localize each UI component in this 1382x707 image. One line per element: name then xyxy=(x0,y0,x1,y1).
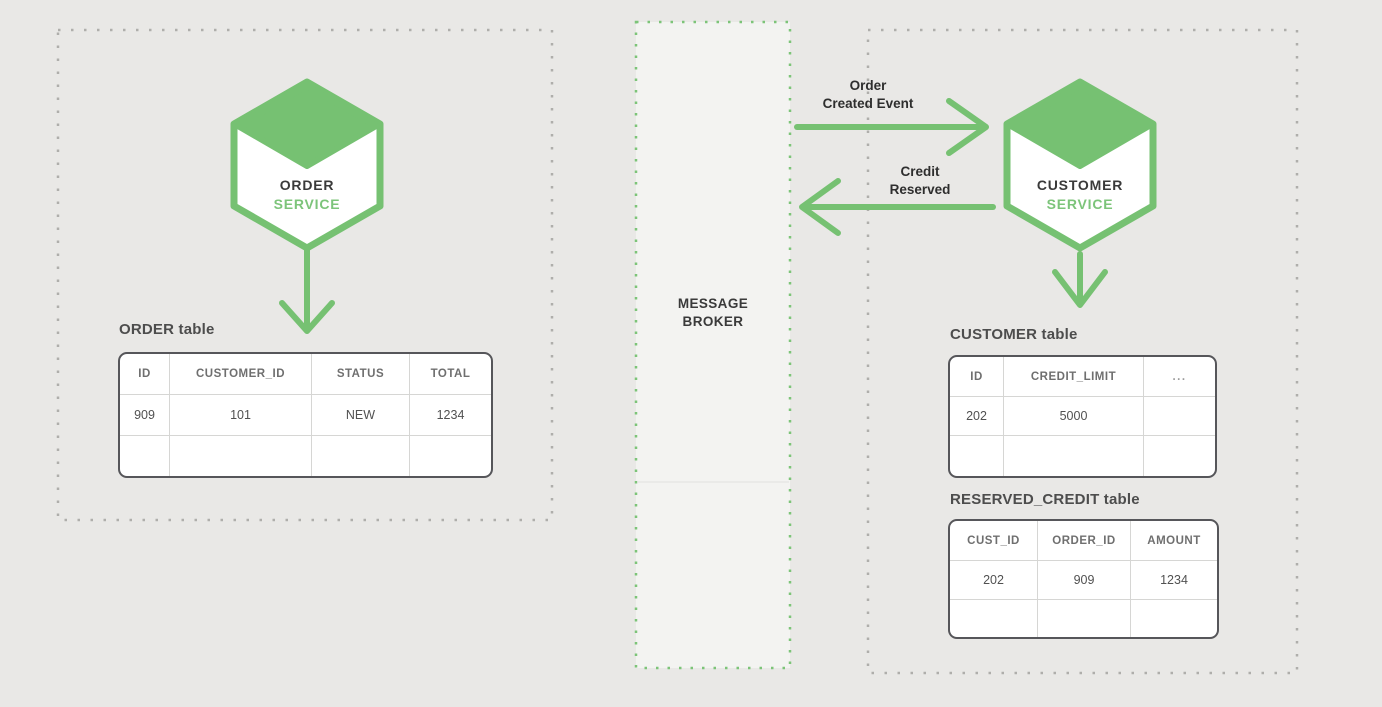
table-cell: NEW xyxy=(312,395,410,436)
order-service-title: ORDER xyxy=(279,177,335,193)
customer-table-title: CUSTOMER table xyxy=(950,326,1078,343)
customer-table-header-row: ID CREDIT_LIMIT ... xyxy=(950,357,1215,397)
column-header: STATUS xyxy=(312,354,410,395)
order-table: ID CUSTOMER_ID STATUS TOTAL 909 101 NEW … xyxy=(118,352,493,478)
credit-reserved-event-line1: Credit xyxy=(900,164,940,179)
table-cell: 1234 xyxy=(1131,561,1217,600)
message-broker-label-line1: MESSAGE xyxy=(677,296,749,311)
column-header: CUSTOMER_ID xyxy=(170,354,312,395)
order-service-hexagon-icon xyxy=(230,78,384,252)
column-header: CUST_ID xyxy=(950,521,1038,561)
table-cell: 5000 xyxy=(1004,397,1144,436)
customer-service-region-border xyxy=(866,28,1299,675)
table-row: 202 909 1234 xyxy=(950,561,1217,600)
table-cell: 202 xyxy=(950,397,1004,436)
table-cell xyxy=(120,436,170,476)
table-row xyxy=(950,436,1215,476)
reserved-credit-table: CUST_ID ORDER_ID AMOUNT 202 909 1234 xyxy=(948,519,1219,639)
order-service-node: ORDER SERVICE xyxy=(227,76,387,254)
table-cell xyxy=(950,436,1004,476)
order-created-event-label: Order Created Event xyxy=(793,77,943,113)
table-cell: 101 xyxy=(170,395,312,436)
message-broker-panel xyxy=(634,20,792,670)
credit-reserved-event-line2: Reserved xyxy=(889,182,951,197)
table-cell xyxy=(1144,436,1215,476)
table-cell: 909 xyxy=(120,395,170,436)
table-cell: 1234 xyxy=(410,395,491,436)
customer-table: ID CREDIT_LIMIT ... 202 5000 xyxy=(948,355,1217,478)
table-cell xyxy=(410,436,491,476)
order-service-label: ORDER SERVICE xyxy=(227,176,387,214)
credit-reserved-event-label: Credit Reserved xyxy=(845,163,995,199)
order-created-event-line2: Created Event xyxy=(822,96,914,111)
order-service-region-border xyxy=(56,28,554,522)
order-table-header-row: ID CUSTOMER_ID STATUS TOTAL xyxy=(120,354,491,395)
customer-service-subtitle: SERVICE xyxy=(1046,196,1114,212)
table-row xyxy=(950,600,1217,637)
column-header: TOTAL xyxy=(410,354,491,395)
customer-service-node: CUSTOMER SERVICE xyxy=(1000,76,1160,254)
table-cell xyxy=(170,436,312,476)
order-table-title: ORDER table xyxy=(119,321,215,338)
table-cell xyxy=(1004,436,1144,476)
table-cell xyxy=(950,600,1038,637)
customer-service-title: CUSTOMER xyxy=(1036,177,1124,193)
column-header-ellipsis: ... xyxy=(1144,357,1215,397)
column-header: AMOUNT xyxy=(1131,521,1217,561)
table-row: 909 101 NEW 1234 xyxy=(120,395,491,436)
customer-service-hexagon-icon xyxy=(1003,78,1157,252)
column-header: ORDER_ID xyxy=(1038,521,1131,561)
table-row: 202 5000 xyxy=(950,397,1215,436)
table-cell: 202 xyxy=(950,561,1038,600)
customer-service-label: CUSTOMER SERVICE xyxy=(1000,176,1160,214)
table-cell xyxy=(1144,397,1215,436)
table-cell xyxy=(312,436,410,476)
order-created-event-line1: Order xyxy=(849,78,887,93)
table-cell xyxy=(1131,600,1217,637)
reserved-credit-table-header-row: CUST_ID ORDER_ID AMOUNT xyxy=(950,521,1217,561)
column-header: ID xyxy=(120,354,170,395)
column-header: ID xyxy=(950,357,1004,397)
message-broker-label-line2: BROKER xyxy=(682,314,744,329)
column-header: CREDIT_LIMIT xyxy=(1004,357,1144,397)
table-row xyxy=(120,436,491,476)
table-cell: 909 xyxy=(1038,561,1131,600)
reserved-credit-table-title: RESERVED_CREDIT table xyxy=(950,491,1140,508)
order-service-subtitle: SERVICE xyxy=(273,196,341,212)
message-broker-label: MESSAGE BROKER xyxy=(636,295,790,331)
table-cell xyxy=(1038,600,1131,637)
